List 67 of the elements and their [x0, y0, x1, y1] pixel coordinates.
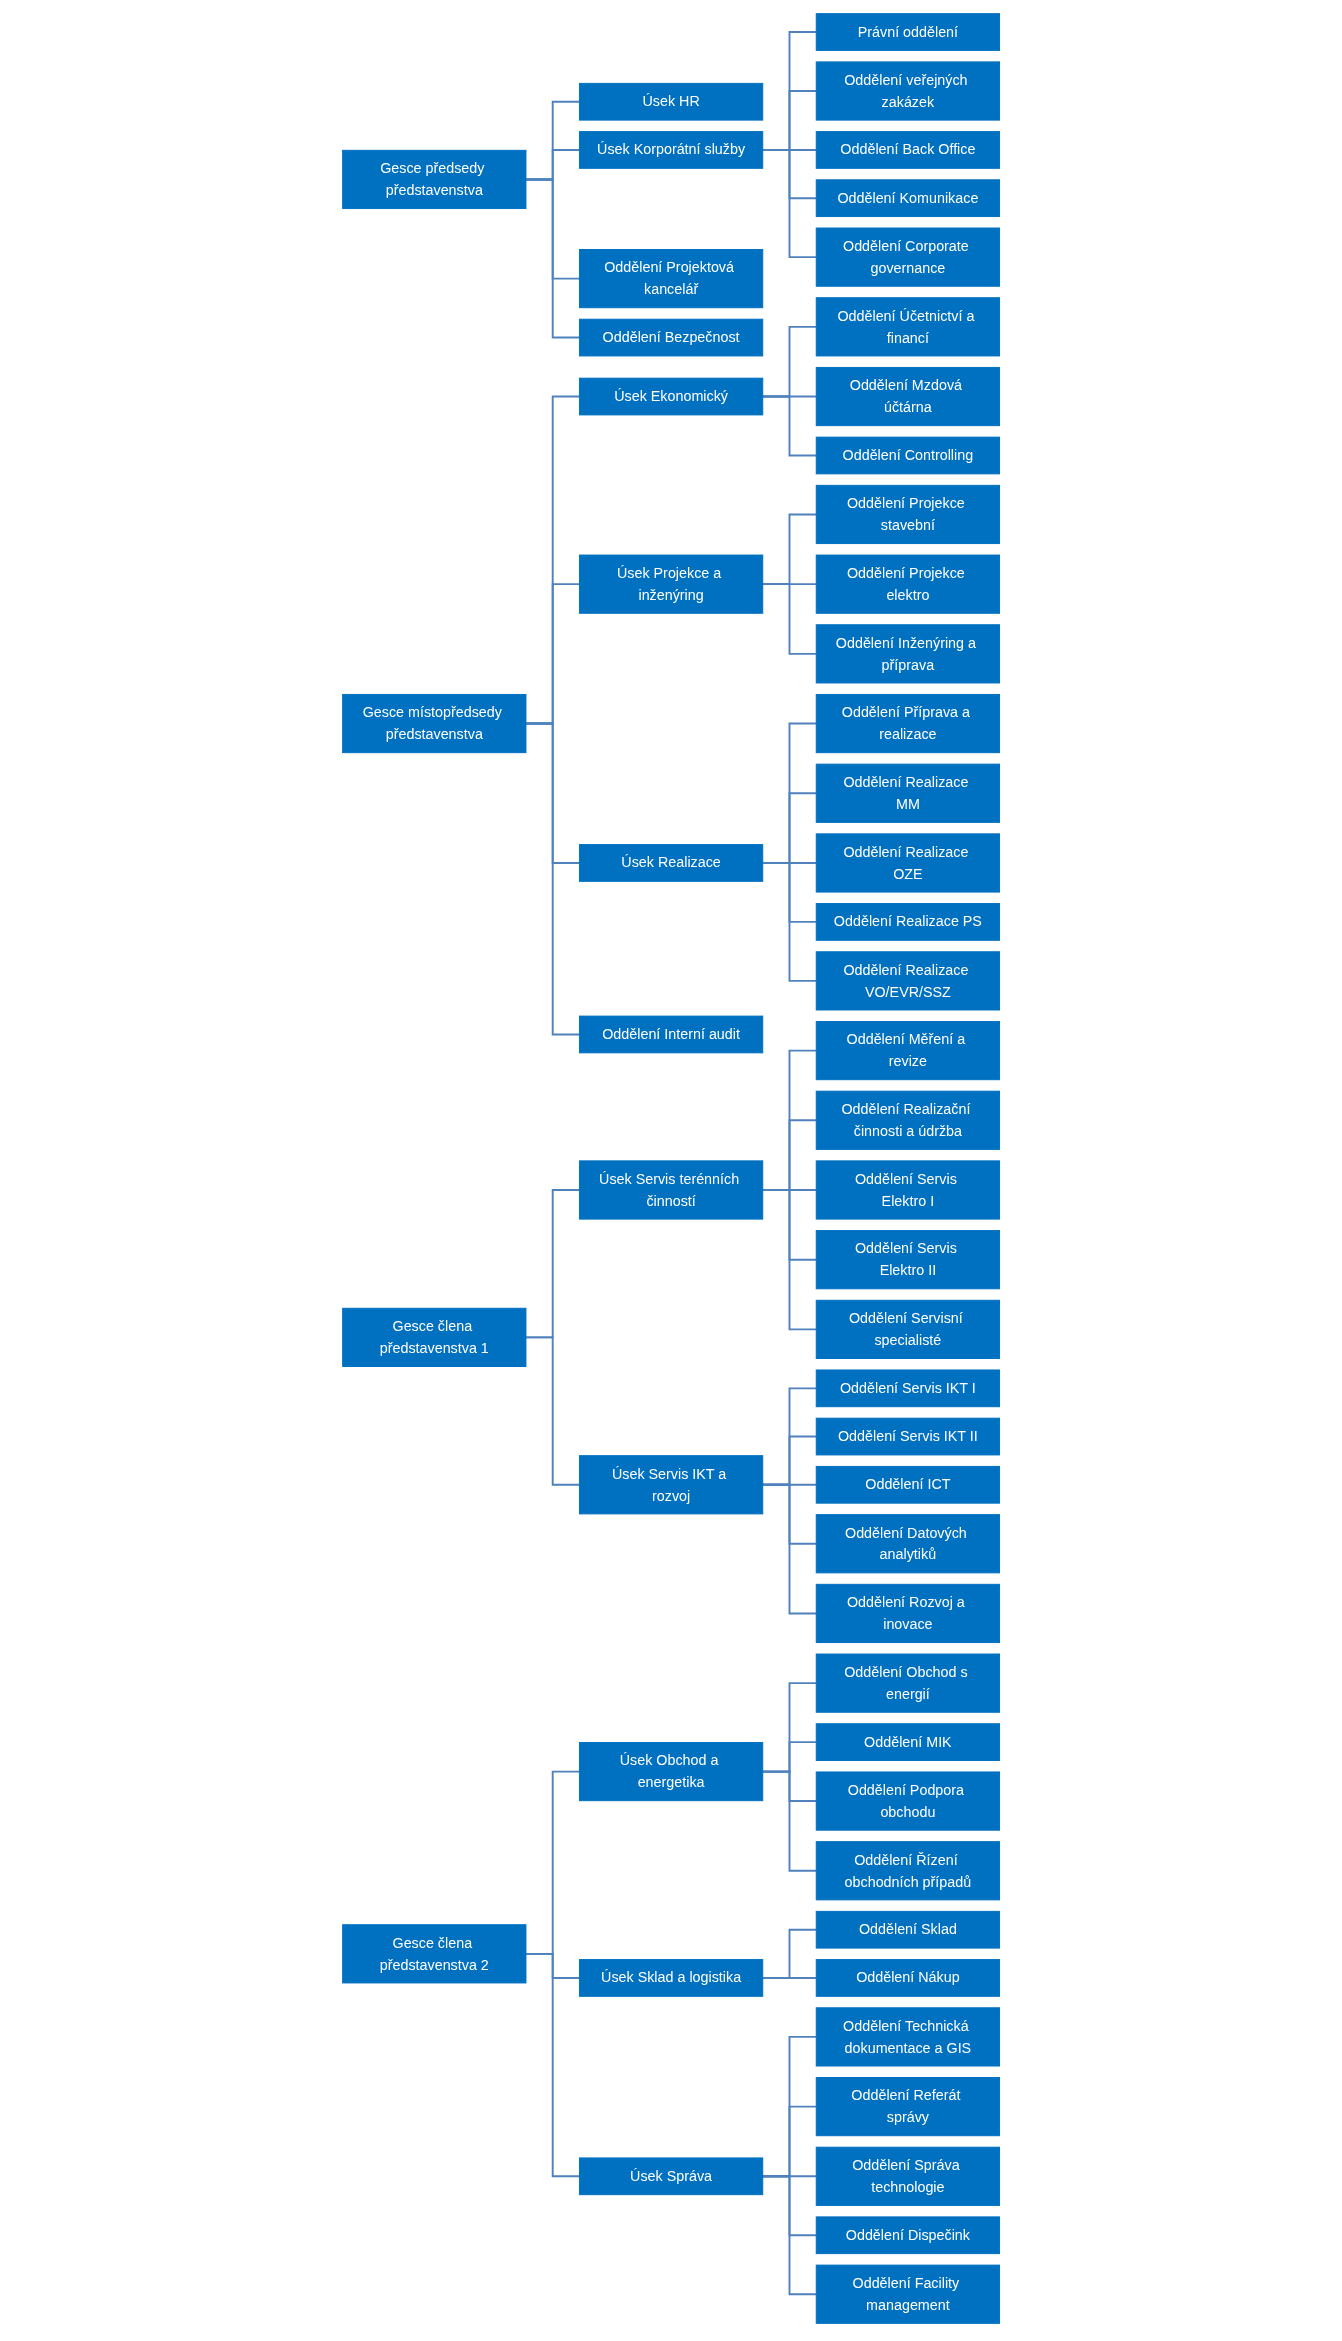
org-unit-box: Oddělení Servis IKT I — [815, 1369, 1000, 1408]
org-unit-box: Oddělení Rozvoj a inovace — [815, 1583, 1000, 1644]
org-unit-box: Oddělení Realizace MM — [815, 763, 1000, 823]
org-unit-box: Úsek Projekce a inženýring — [578, 554, 764, 614]
org-unit-box: Oddělení veřejných zakázek — [815, 61, 1000, 121]
org-unit-box: Oddělení Dispečink — [815, 2216, 1000, 2255]
org-unit-box: Oddělení Inženýring a příprava — [815, 624, 1000, 684]
org-unit-box: Oddělení Servis Elektro II — [815, 1230, 1000, 1290]
org-unit-box: Gesce místopředsedy představenstva — [342, 693, 527, 754]
org-unit-box: Oddělení Back Office — [815, 131, 1000, 169]
org-unit-box: Oddělení Projektová kancelář — [578, 249, 764, 309]
org-unit-box: Oddělení Interní audit — [578, 1015, 764, 1054]
connector-line — [524, 722, 581, 1036]
org-unit-box: Oddělení Realizace OZE — [815, 833, 1000, 893]
connector-line — [524, 1336, 581, 1486]
org-unit-box: Oddělení Servis Elektro I — [815, 1160, 1000, 1220]
org-unit-box: Úsek Ekonomický — [578, 377, 764, 416]
org-unit-box: Právní oddělení — [815, 13, 1000, 51]
org-unit-box: Oddělení Datových analytiků — [815, 1514, 1000, 1574]
org-unit-box: Úsek HR — [578, 82, 764, 121]
org-unit-box: Oddělení Realizace VO/EVR/SSZ — [815, 951, 1000, 1011]
org-unit-box: Oddělení Projekce stavební — [815, 484, 1000, 545]
org-unit-box: Oddělení Mzdová účtárna — [815, 366, 1000, 427]
org-unit-box: Úsek Obchod a energetika — [578, 1742, 764, 1802]
org-unit-box: Úsek Servis IKT a rozvoj — [578, 1455, 764, 1515]
org-unit-box: Oddělení Realizace PS — [815, 903, 1000, 941]
org-unit-box: Oddělení Realizační činnosti a údržba — [815, 1090, 1000, 1150]
org-unit-box: Oddělení Řízení obchodních případů — [815, 1841, 1000, 1901]
org-unit-box: Oddělení Servis IKT II — [815, 1417, 1000, 1456]
connector-line — [761, 1977, 818, 1979]
connector-line — [761, 149, 818, 259]
org-unit-box: Oddělení Controlling — [815, 436, 1000, 475]
org-unit-box: Oddělení MIK — [815, 1723, 1000, 1761]
org-unit-box: Oddělení ICT — [815, 1465, 1000, 1504]
org-unit-box: Oddělení Obchod s energií — [815, 1653, 1000, 1713]
org-unit-box: Gesce předsedy představenstva — [342, 149, 527, 210]
org-unit-box: Úsek Realizace — [578, 844, 764, 882]
org-unit-box: Úsek Servis terénních činností — [578, 1160, 764, 1220]
connector-line — [761, 2175, 818, 2296]
org-unit-box: Úsek Sklad a logistika — [578, 1959, 764, 1997]
org-unit-box: Oddělení Bezpečnost — [578, 318, 764, 357]
org-unit-box: Úsek Korporátní služby — [578, 131, 764, 169]
connector-line — [524, 1952, 581, 2178]
org-unit-box: Oddělení Servisní specialisté — [815, 1299, 1000, 1359]
org-unit-box: Oddělení Technická dokumentace a GIS — [815, 2007, 1000, 2067]
connector-line — [761, 1483, 818, 1615]
org-unit-box: Oddělení Měření a revize — [815, 1021, 1000, 1081]
org-unit-box: Oddělení Podpora obchodu — [815, 1771, 1000, 1831]
org-unit-box: Gesce člena představenstva 2 — [342, 1924, 527, 1984]
org-unit-box: Oddělení Projekce elektro — [815, 554, 1000, 614]
connector-line — [524, 178, 581, 339]
org-unit-box: Oddělení Nákup — [815, 1959, 1000, 1997]
org-unit-box: Úsek Správa — [578, 2157, 764, 2196]
org-unit-box: Oddělení Facility management — [815, 2264, 1000, 2324]
org-unit-box: Oddělení Správa technologie — [815, 2146, 1000, 2206]
connector-line — [761, 862, 818, 982]
org-unit-box: Oddělení Účetnictví a financí — [815, 297, 1000, 357]
org-unit-box: Gesce člena představenstva 1 — [342, 1307, 527, 1367]
connector-line — [761, 1770, 818, 1872]
connector-line — [761, 583, 818, 655]
org-unit-box: Oddělení Komunikace — [815, 179, 1000, 218]
connector-line — [761, 395, 818, 457]
org-unit-box: Oddělení Corporate governance — [815, 227, 1000, 287]
org-unit-box: Oddělení Referát správy — [815, 2077, 1000, 2137]
org-unit-box: Oddělení Příprava a realizace — [815, 693, 1000, 754]
connector-line — [761, 1189, 818, 1331]
org-unit-box: Oddělení Sklad — [815, 1910, 1000, 1949]
